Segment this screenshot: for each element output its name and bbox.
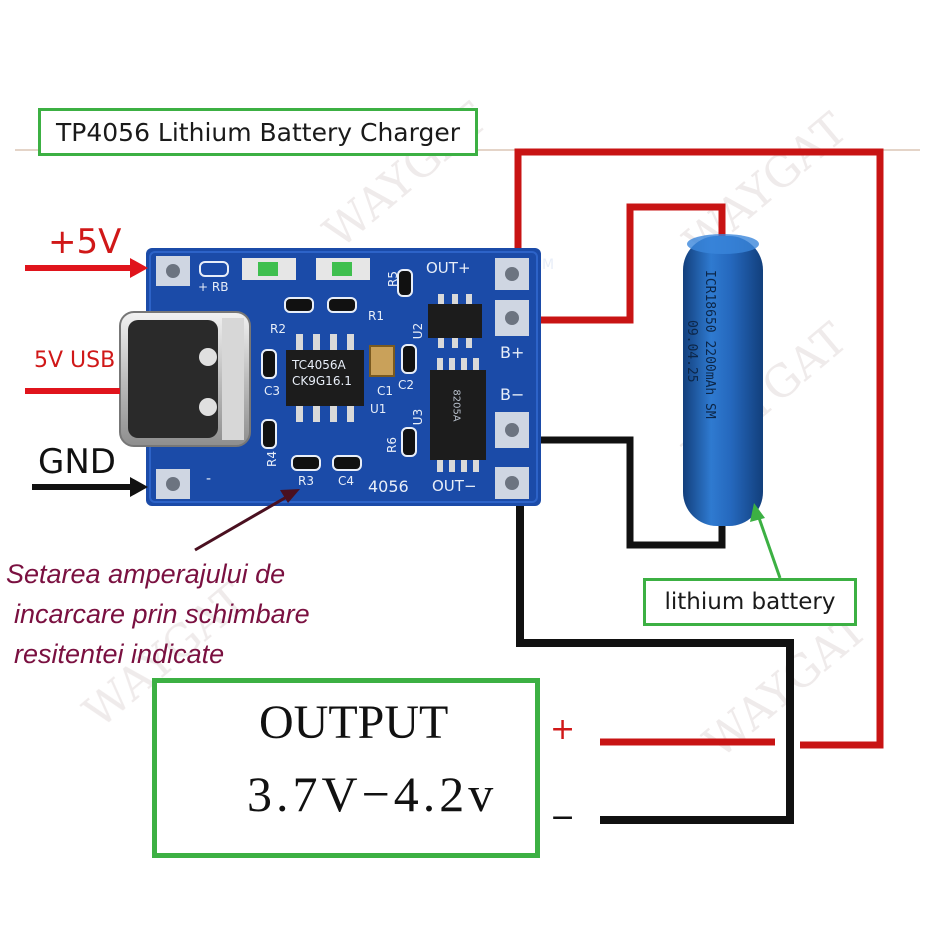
chip-u2 <box>428 294 482 348</box>
wires <box>514 148 884 824</box>
battery-print-1: ICR18650 2200mAh SM <box>702 270 717 419</box>
usb-c-connector <box>119 311 251 447</box>
battery-print-2: 09.04.25 <box>684 320 699 383</box>
output-voltage: 3.7V−4.2v <box>247 766 498 822</box>
ref-c4: C4 <box>338 474 355 488</box>
wire-black-battery <box>520 436 726 549</box>
pcb-m: M <box>542 257 555 273</box>
ref-c2: C2 <box>398 378 415 392</box>
wire-red-outer <box>514 148 884 749</box>
pcb-plus-rb: + RB <box>198 280 229 294</box>
pcb-b-plus: B+ <box>500 343 525 362</box>
battery-arrow-head <box>750 503 765 522</box>
pcb-minus: - <box>206 471 212 487</box>
pcb-b-minus: B− <box>500 385 525 404</box>
output-minus-sign: − <box>550 800 576 835</box>
battery-arrow-line <box>756 514 782 579</box>
arrow-plus5v-head <box>130 258 148 278</box>
annotation-note: Setarea amperajului de incarcare prin sc… <box>6 554 310 674</box>
pcb-model: 4056 <box>368 477 409 496</box>
label-5v-usb: 5V USB <box>34 348 116 373</box>
input-arrows <box>25 258 148 497</box>
chip-8205a: 8205A <box>450 389 462 422</box>
ref-r2: R2 <box>270 322 286 336</box>
annotation-line-2: incarcare prin schimbare <box>14 599 310 629</box>
resistor-r6 <box>401 427 417 457</box>
ref-r5: R5 <box>385 271 400 287</box>
chip-line-1: TC4056A <box>292 358 346 372</box>
ref-c1: C1 <box>377 384 394 398</box>
ref-u2: U2 <box>411 322 426 340</box>
resistor-r1 <box>327 297 357 313</box>
title-box: TP4056 Lithium Battery Charger <box>38 108 478 156</box>
ref-r1: R1 <box>368 309 384 323</box>
resistor-r2 <box>284 297 314 313</box>
ref-u1: U1 <box>370 402 387 416</box>
annotation-arrow-head <box>280 489 300 503</box>
wire-red-battery <box>520 203 726 324</box>
arrow-gnd-head <box>130 477 148 497</box>
ref-r4: R4 <box>264 451 279 467</box>
annotation-line-3: resitentei indicate <box>14 639 225 669</box>
ref-c3: C3 <box>264 384 281 398</box>
battery-label: lithium battery <box>664 589 836 615</box>
annotation-line-1: Setarea amperajului de <box>6 559 286 589</box>
pcb-out-plus: OUT+ <box>426 259 471 277</box>
chip-line-2: CK9G16.1 <box>292 374 352 388</box>
resistor-r5 <box>397 269 413 297</box>
output-title: OUTPUT <box>259 696 449 749</box>
resistor-r4 <box>261 419 277 449</box>
annotation-arrow-line <box>194 493 291 552</box>
chip-tc4056 <box>286 334 364 422</box>
chip-u3 <box>430 358 486 472</box>
capacitor-c4 <box>332 455 362 471</box>
capacitor-c1 <box>369 345 395 377</box>
wire-black-output <box>516 505 794 824</box>
battery-label-box: lithium battery <box>643 578 857 626</box>
title-text: TP4056 Lithium Battery Charger <box>56 117 460 147</box>
pcb-out-minus: OUT− <box>432 477 477 495</box>
lithium-battery: ICR18650 2200mAh SM 09.04.25 <box>683 234 763 526</box>
label-gnd: GND <box>38 442 116 482</box>
ref-u3: U3 <box>411 408 426 426</box>
label-plus-5v: +5V <box>48 222 122 262</box>
output-plus-sign: + <box>550 712 576 747</box>
capacitor-c3 <box>261 349 277 379</box>
ref-r6: R6 <box>384 437 399 453</box>
resistor-r3 <box>291 455 321 471</box>
pcb-board <box>119 248 541 506</box>
ref-r3: R3 <box>298 474 314 488</box>
output-box: OUTPUT 3.7V−4.2v <box>152 678 540 858</box>
battery-body <box>683 236 763 526</box>
capacitor-c2 <box>401 344 417 374</box>
